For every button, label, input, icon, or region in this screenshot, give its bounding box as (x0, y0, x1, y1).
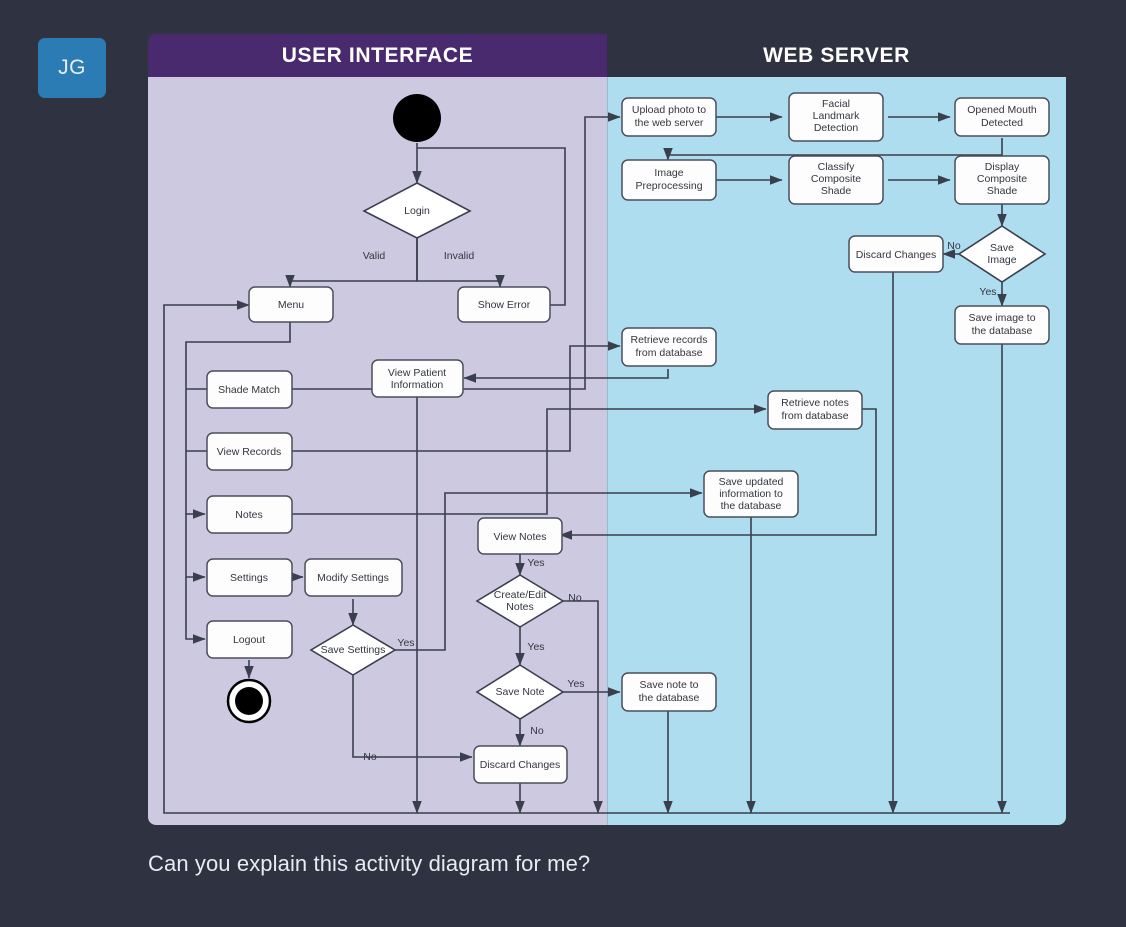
lane-header-user-interface: USER INTERFACE (148, 34, 607, 77)
avatar-initials: JG (58, 56, 86, 79)
lane-title-web-server: WEB SERVER (763, 43, 910, 67)
lane-divider (607, 77, 608, 825)
user-avatar: JG (38, 38, 106, 98)
user-message-text: Can you explain this activity diagram fo… (148, 851, 591, 876)
lane-body-web-server (607, 77, 1066, 825)
lane-header-web-server: WEB SERVER (607, 34, 1066, 77)
lane-title-user-interface: USER INTERFACE (281, 43, 474, 67)
lane-body-user-interface (148, 77, 607, 825)
activity-diagram-card: USER INTERFACE WEB SERVER (148, 34, 1066, 825)
